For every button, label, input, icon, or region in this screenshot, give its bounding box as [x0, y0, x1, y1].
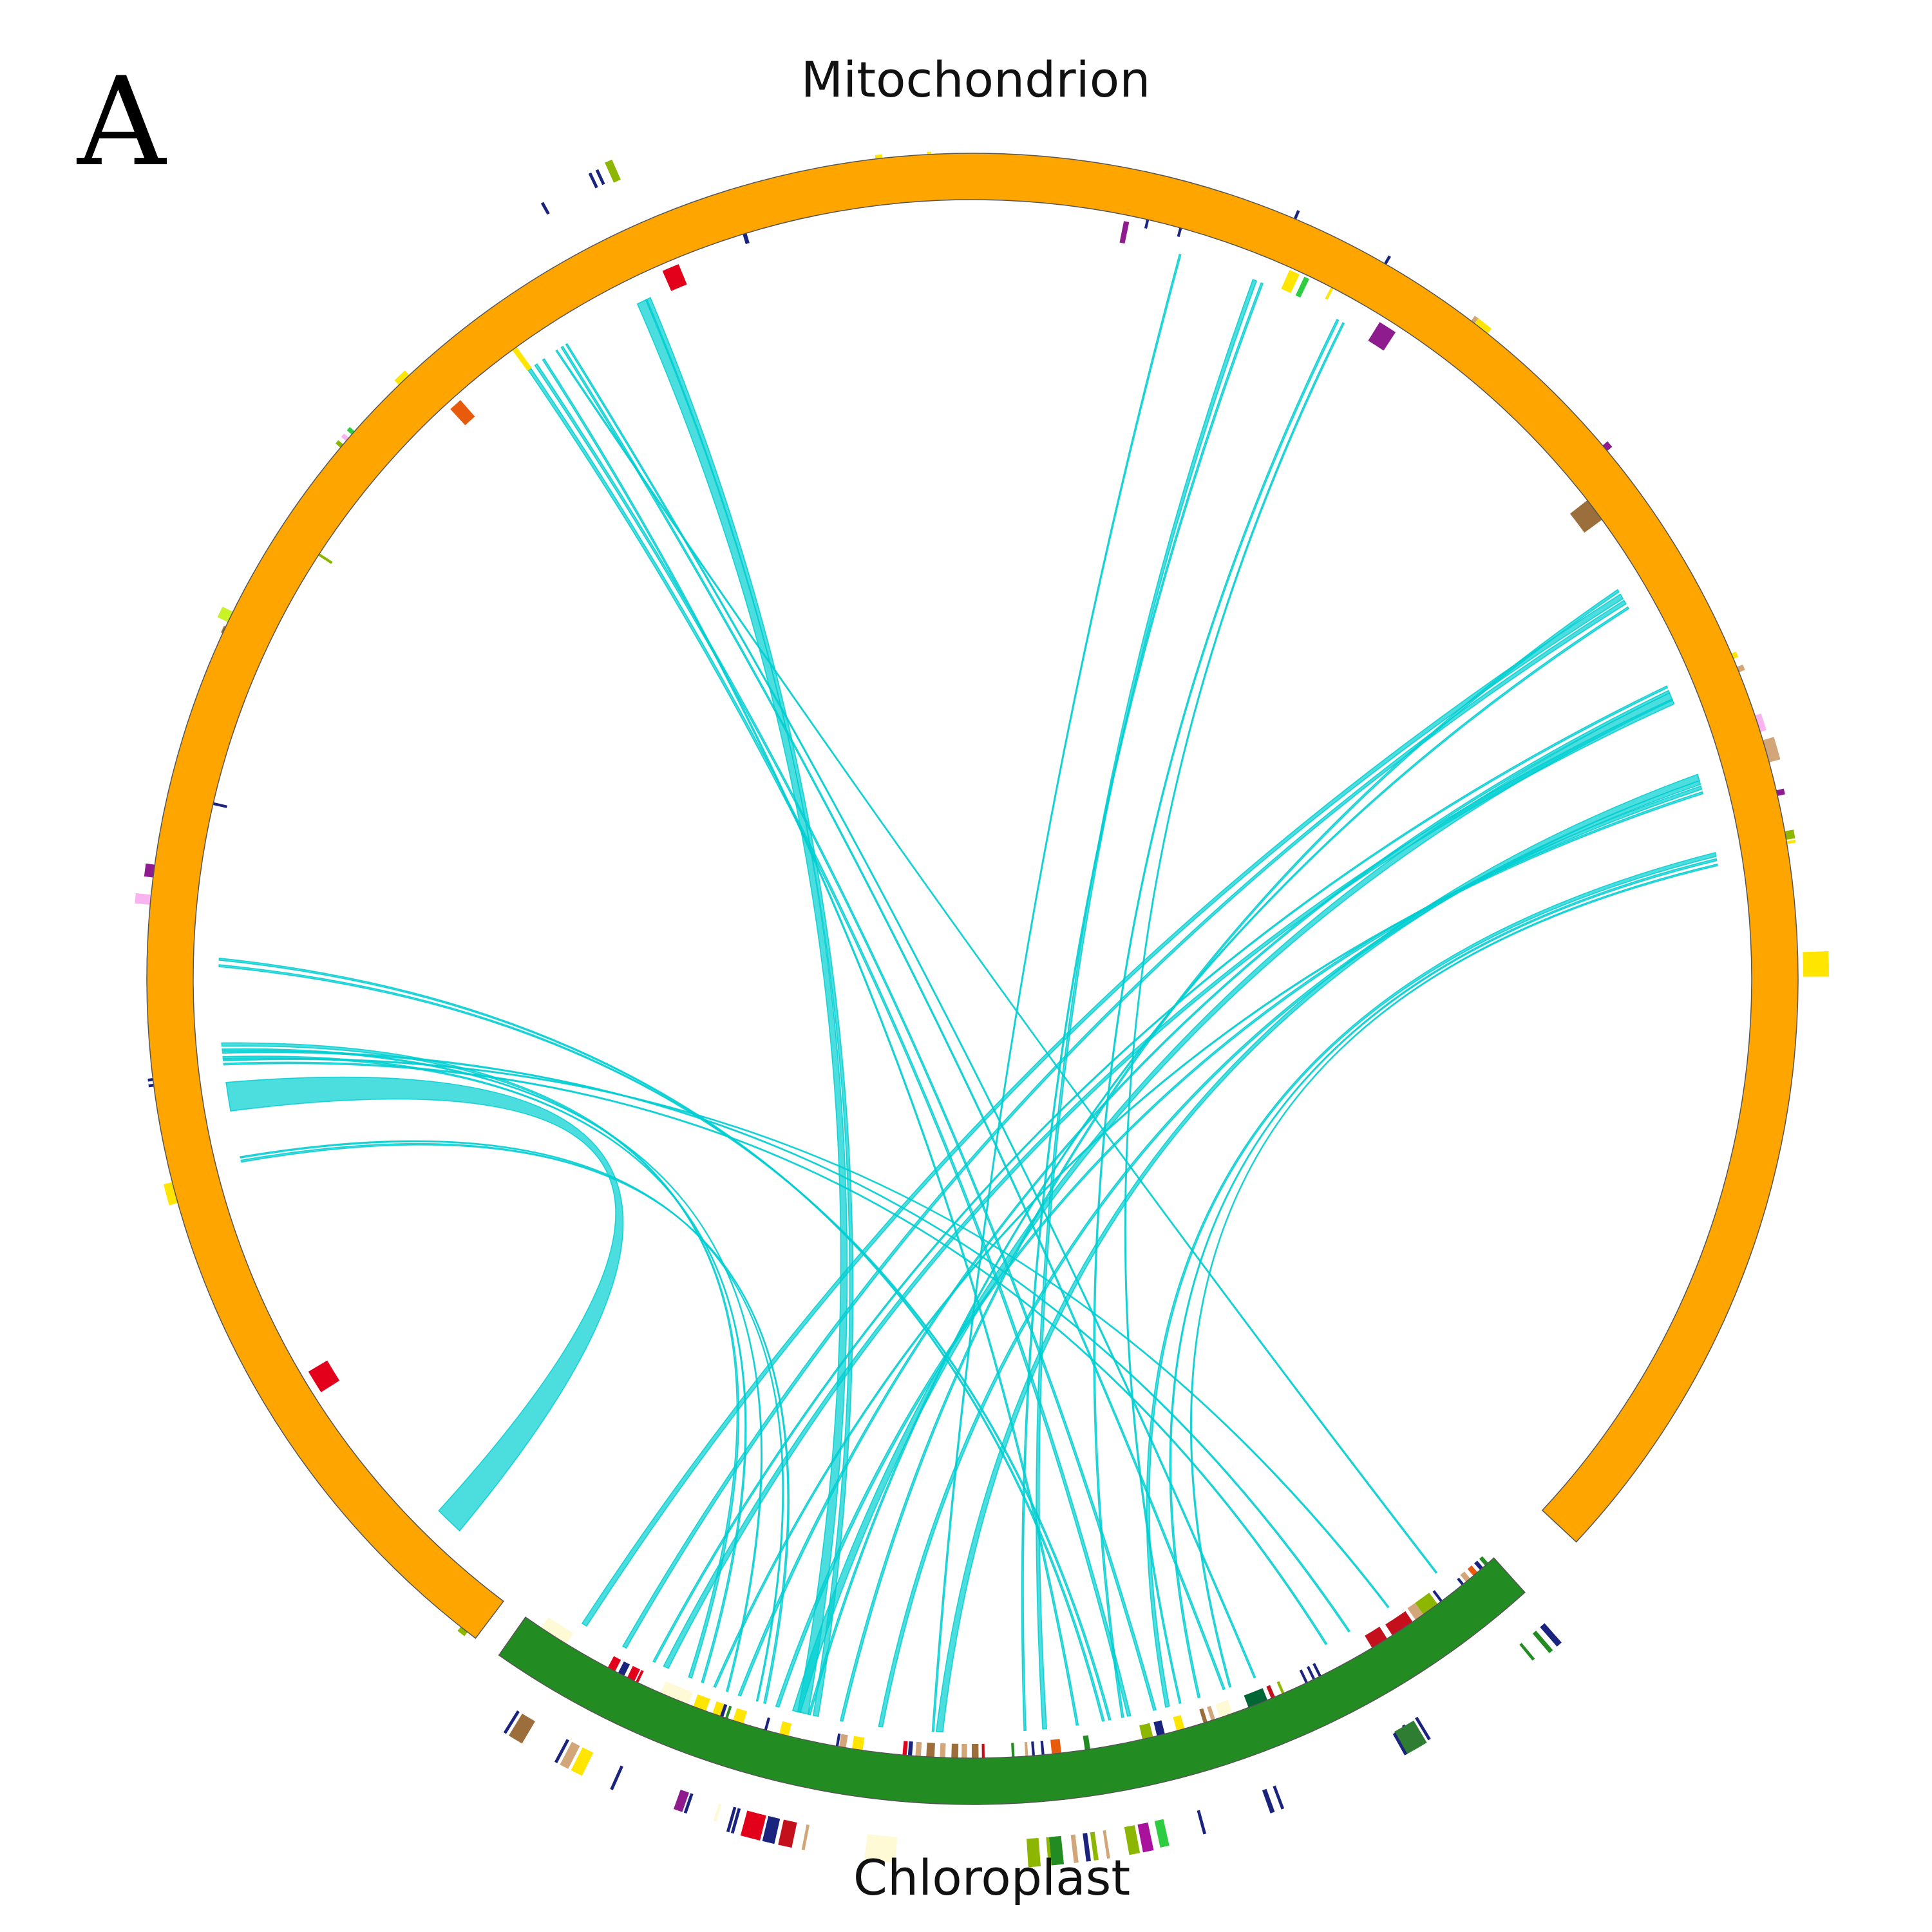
link-ribbon [218, 964, 1112, 1721]
panel-label: A [76, 51, 167, 193]
link-ribbon [1093, 318, 1340, 1718]
feature-block [595, 169, 605, 185]
feature-block [554, 1739, 569, 1763]
links-layer [218, 253, 1718, 1732]
chloroplast-label: Chloroplast [853, 1849, 1130, 1906]
feature-block [1519, 1642, 1535, 1661]
feature-block [864, 1834, 898, 1863]
feature-block [778, 1819, 797, 1848]
feature-block [1392, 1732, 1408, 1756]
feature-block [762, 1815, 781, 1844]
link-ribbon [1190, 863, 1718, 1688]
feature-block [1803, 951, 1829, 977]
feature-block [801, 1824, 810, 1851]
link-ribbon [839, 589, 1620, 1722]
link-ribbon [652, 685, 1669, 1663]
feature-block [512, 346, 532, 371]
feature-block [509, 1713, 535, 1744]
feature-block [1532, 1631, 1553, 1654]
mitochondrion-ideogram [146, 153, 1799, 1639]
link-ribbon [581, 593, 1624, 1627]
feature-block [1273, 1785, 1285, 1810]
link-ribbon [1146, 851, 1717, 1708]
feature-block [1137, 1822, 1154, 1853]
link-ribbon [222, 1050, 1351, 1633]
feature-block [1103, 1830, 1110, 1859]
feature-block [1070, 1834, 1079, 1863]
link-ribbon [935, 773, 1700, 1732]
link-ribbon [218, 957, 1105, 1722]
feature-block [683, 1793, 694, 1814]
link-ribbon [1124, 321, 1345, 1705]
link-ribbon [621, 600, 1627, 1649]
feature-block [1281, 270, 1300, 294]
feature-block [1090, 1832, 1099, 1861]
feature-block [1046, 1837, 1052, 1866]
link-ribbon [240, 1142, 790, 1705]
feature-block [503, 1710, 520, 1734]
link-ribbon [223, 1061, 1328, 1645]
feature-block [540, 202, 550, 215]
feature-block [1295, 276, 1309, 298]
feature-block [450, 400, 475, 426]
feature-block [1124, 1825, 1141, 1855]
link-ribbon [225, 1076, 624, 1532]
feature-block [560, 1741, 580, 1769]
link-ribbon [878, 780, 1701, 1728]
feature-block [1027, 1838, 1041, 1868]
link-ribbon [713, 791, 1704, 1688]
feature-block [605, 159, 621, 183]
feature-block [610, 1765, 623, 1790]
link-ribbon [791, 692, 1674, 1714]
link-ribbon [737, 690, 1671, 1697]
link-ribbon [534, 363, 1157, 1711]
feature-block [1569, 499, 1604, 533]
feature-block [1119, 221, 1130, 244]
feature-block [740, 1810, 766, 1841]
feature-block [726, 1806, 737, 1833]
feature-block [1368, 322, 1396, 351]
link-ribbon [1021, 282, 1264, 1732]
link-ribbon [240, 1140, 784, 1702]
feature-block [1048, 1835, 1065, 1866]
link-ribbon [542, 358, 1079, 1726]
link-ribbon [808, 606, 1630, 1716]
link-ribbon [222, 1048, 762, 1692]
feature-block [1197, 1810, 1207, 1835]
link-ribbon [222, 1056, 747, 1683]
feature-block [1154, 1819, 1170, 1848]
feature-block [730, 1808, 741, 1834]
feature-block [308, 1360, 340, 1392]
link-ribbon [645, 297, 854, 1718]
feature-block [662, 264, 687, 291]
feature-block [571, 1747, 594, 1776]
link-ribbon [775, 785, 1703, 1708]
feature-block [1540, 1623, 1562, 1647]
link-ribbon [565, 343, 1256, 1679]
link-ribbon [1036, 278, 1258, 1730]
link-ribbon [560, 345, 1226, 1690]
link-ribbon [931, 253, 1182, 1732]
link-ribbon [555, 349, 1438, 1574]
feature-block [1415, 1716, 1431, 1741]
chloroplast-ideogram [498, 1557, 1526, 1805]
feature-block [673, 1789, 689, 1812]
link-ribbon [1169, 858, 1718, 1699]
link-ribbon [663, 698, 1675, 1669]
feature-block [588, 172, 598, 189]
feature-block [713, 1803, 722, 1822]
mitochondrion-label: Mitochondrion [801, 51, 1151, 108]
ideogram-layer [146, 153, 1799, 1805]
feature-block [1262, 1788, 1275, 1814]
link-ribbon [222, 1057, 1390, 1609]
feature-block [1083, 1833, 1091, 1862]
